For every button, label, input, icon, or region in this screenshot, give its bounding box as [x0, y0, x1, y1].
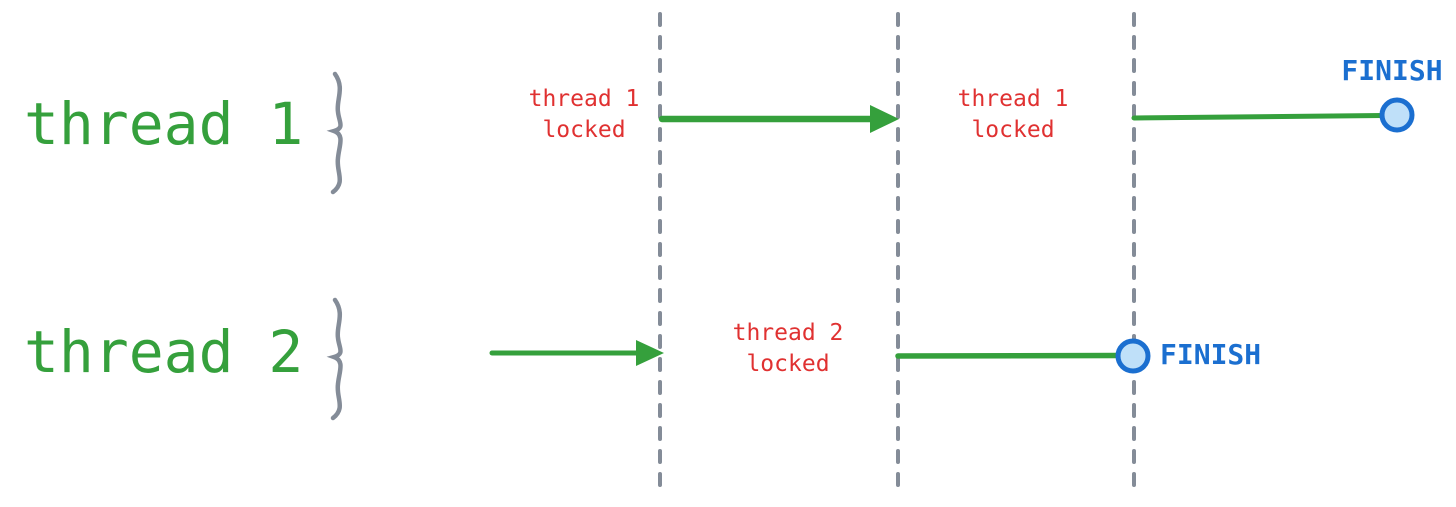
thread1-finish-circle-icon: [1379, 97, 1415, 133]
thread2-label: thread 2: [24, 318, 304, 386]
thread1-label: thread 1: [24, 90, 304, 158]
thread1-locked-arrowhead-icon: [870, 105, 899, 133]
thread1-locked-annotation-1: thread 1 locked: [528, 86, 640, 143]
thread2-finish-circle-icon: [1115, 338, 1151, 374]
thread2-final-segment: [895, 352, 1121, 359]
thread2-finish-label: FINISH: [1160, 338, 1262, 371]
thread1-locked-annotation-2: thread 1 locked: [957, 86, 1069, 143]
thread1-brace: [326, 71, 343, 195]
thread2-brace: [326, 297, 343, 421]
thread1-finish-label: FINISH: [1341, 54, 1443, 87]
thread1-final-segment: [1131, 113, 1386, 121]
thread2-locked-annotation: thread 2 locked: [732, 320, 844, 377]
thread2-start-arrowhead-icon: [636, 340, 664, 366]
